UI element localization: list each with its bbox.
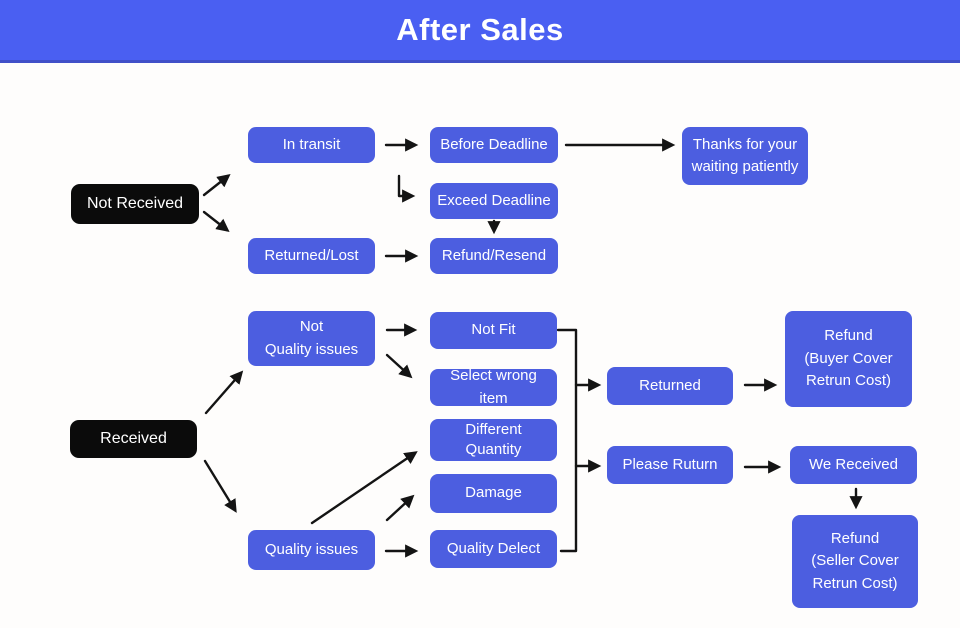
node-returned-lost: Returned/Lost bbox=[248, 238, 375, 274]
arrow-not-quality-to-select-wrong-item bbox=[385, 353, 413, 379]
arrow-quality-issues-to-damage bbox=[385, 494, 415, 522]
node-in-transit: In transit bbox=[248, 127, 375, 163]
node-quality-issues: Quality issues bbox=[248, 530, 375, 570]
node-received: Received bbox=[70, 420, 197, 458]
node-refund-resend: Refund/Resend bbox=[430, 238, 558, 274]
node-not-quality-issues: Not Quality issues bbox=[248, 311, 375, 366]
node-refund-buyer-cover: Refund (Buyer Cover Retrun Cost) bbox=[785, 311, 912, 407]
node-returned: Returned bbox=[607, 367, 733, 405]
node-quality-delect: Quality Delect bbox=[430, 530, 557, 568]
node-different-quantity: Different Quantity bbox=[430, 419, 557, 461]
node-not-received: Not Received bbox=[71, 184, 199, 224]
node-damage: Damage bbox=[430, 474, 557, 513]
node-thanks-for-waiting: Thanks for your waiting patiently bbox=[682, 127, 808, 185]
node-refund-seller-cover: Refund (Seller Cover Retrun Cost) bbox=[792, 515, 918, 608]
node-exceed-deadline: Exceed Deadline bbox=[430, 183, 558, 219]
node-we-received: We Received bbox=[790, 446, 917, 484]
page-title: After Sales bbox=[396, 12, 564, 47]
arrow-quality-issues-to-different-quantity bbox=[310, 451, 418, 525]
node-not-fit: Not Fit bbox=[430, 312, 557, 349]
arrow-not-received-to-in-transit bbox=[202, 173, 231, 197]
node-before-deadline: Before Deadline bbox=[430, 127, 558, 163]
arrow-received-to-quality-issues bbox=[203, 459, 237, 513]
node-please-ruturn: Please Ruturn bbox=[607, 446, 733, 484]
arrow-not-received-to-returned-lost bbox=[202, 210, 230, 233]
arrow-elbow-to-exceed-deadline bbox=[397, 174, 416, 203]
bracket-connector bbox=[556, 328, 578, 553]
arrow-received-to-not-quality-issues bbox=[204, 370, 244, 415]
node-select-wrong-item: Select wrong item bbox=[430, 367, 557, 407]
header-bar: After Sales bbox=[0, 0, 960, 63]
